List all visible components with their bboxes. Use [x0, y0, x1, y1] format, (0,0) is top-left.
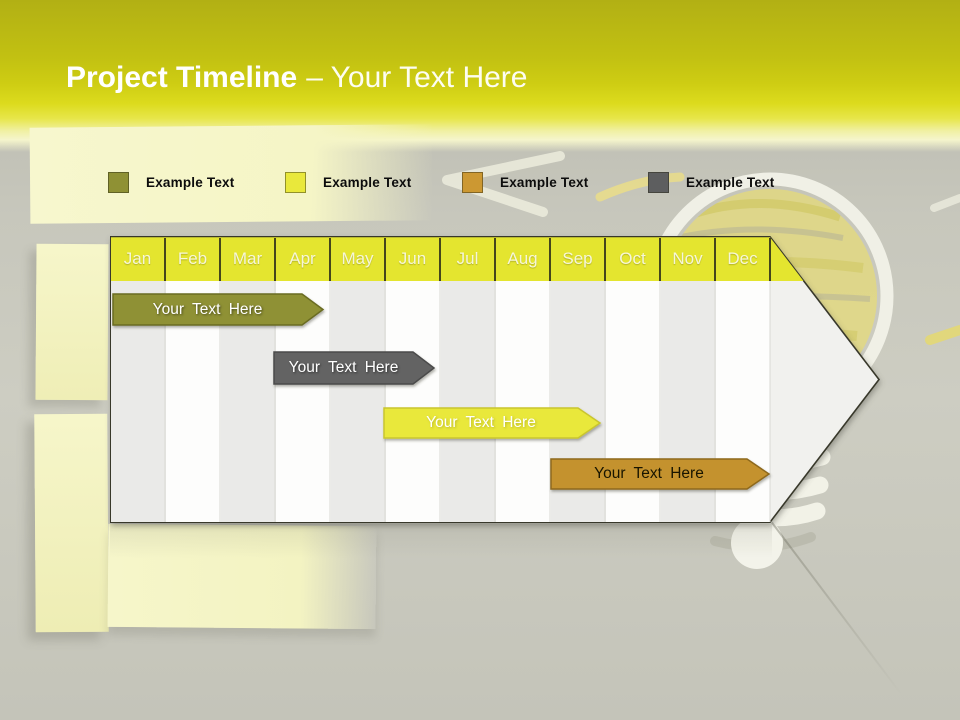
- task-bar-4-shape: [550, 458, 771, 490]
- month-header-may: May: [341, 249, 374, 268]
- sticky-note: [34, 413, 109, 633]
- task-bar-1-label: Your Text Here: [152, 300, 263, 318]
- month-header-nov: Nov: [672, 249, 703, 268]
- chart-reflection: [110, 524, 772, 558]
- month-header-row: Jan Feb Mar Apr May Jun Jul Aug Sep Oct …: [110, 237, 770, 281]
- page-title: Project Timeline– Your Text Here: [66, 60, 886, 96]
- legend-label: Example Text: [323, 174, 412, 190]
- task-bar-2-label: Your Text Here: [288, 359, 399, 376]
- legend-swatch-yellow: [285, 171, 306, 193]
- legend-item-1: Example Text: [108, 170, 234, 194]
- month-header-band: [111, 237, 804, 281]
- sticky-note: [35, 243, 109, 401]
- month-header-mar: Mar: [232, 249, 263, 268]
- month-header-oct: Oct: [619, 249, 646, 268]
- month-header-feb: Feb: [177, 249, 208, 268]
- legend-label: Example Text: [146, 174, 235, 190]
- task-bar-3-shape: [383, 407, 602, 439]
- title-secondary: – Your Text Here: [306, 61, 528, 94]
- legend-swatch-gray: [648, 171, 669, 193]
- month-header-separators: [164, 238, 771, 281]
- title-primary: Project Timeline: [66, 61, 298, 94]
- month-header-dec: Dec: [727, 249, 758, 268]
- month-header-jan: Jan: [123, 249, 152, 268]
- task-bar-1-shape: [112, 293, 325, 326]
- month-header-aug: Aug: [507, 249, 538, 268]
- month-header-apr: Apr: [289, 249, 316, 268]
- timeline-chart: Jan Feb Mar Apr May Jun Jul Aug Sep Oct …: [110, 236, 881, 524]
- task-bar-2-shape: [273, 351, 436, 385]
- legend-label: Example Text: [686, 174, 775, 190]
- legend-swatch-orange: [462, 171, 483, 193]
- task-bar-4-label: Your Text Here: [594, 465, 704, 482]
- legend-item-3: Example Text: [462, 170, 588, 194]
- legend-item-4: Example Text: [648, 170, 774, 194]
- month-header-jul: Jul: [456, 249, 479, 268]
- legend-item-2: Example Text: [285, 170, 411, 194]
- task-bar-3-label: Your Text Here: [426, 414, 536, 431]
- legend-label: Example Text: [500, 174, 589, 190]
- month-header-jun: Jun: [398, 249, 427, 268]
- legend-swatch-olive: [108, 171, 129, 193]
- month-header-sep: Sep: [562, 249, 593, 268]
